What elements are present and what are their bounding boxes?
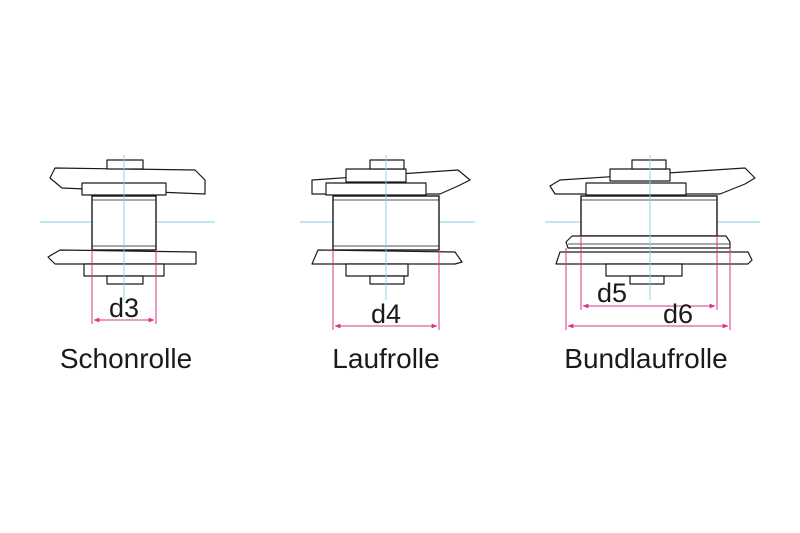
top-pin-cap	[631, 159, 667, 170]
bottom-link-plate	[47, 249, 197, 265]
top-bushing	[585, 182, 687, 196]
bottom-link-plate	[311, 249, 463, 265]
top-bushing	[325, 182, 427, 196]
top-pin-head	[106, 159, 144, 170]
dim-label-d3: d3	[109, 293, 139, 323]
bottom-bushing	[345, 263, 409, 277]
caption-bundlaufrolle: Bundlaufrolle	[564, 343, 727, 374]
laufrolle-diagram: d4 Laufrolle	[300, 155, 475, 374]
top-pin-head	[345, 168, 407, 183]
dim-label-d5: d5	[597, 278, 627, 308]
bottom-pin-head	[369, 275, 405, 285]
schonrolle-diagram: d3 Schonrolle	[40, 155, 215, 374]
bundlaufrolle-diagram: d5 d6 Bundlaufrolle	[545, 155, 760, 374]
bottom-pin-head	[629, 275, 665, 285]
dim-label-d4: d4	[371, 299, 401, 329]
top-pin-head	[609, 168, 671, 182]
caption-schonrolle: Schonrolle	[60, 343, 192, 374]
bottom-link-plate	[555, 251, 753, 265]
roller-flange	[565, 235, 731, 249]
bottom-pin-head	[106, 275, 144, 285]
dim-label-d6: d6	[663, 299, 693, 329]
bottom-bushing	[605, 263, 683, 277]
top-pin-cap	[369, 159, 405, 170]
roller-body	[580, 195, 718, 237]
caption-laufrolle: Laufrolle	[332, 343, 439, 374]
